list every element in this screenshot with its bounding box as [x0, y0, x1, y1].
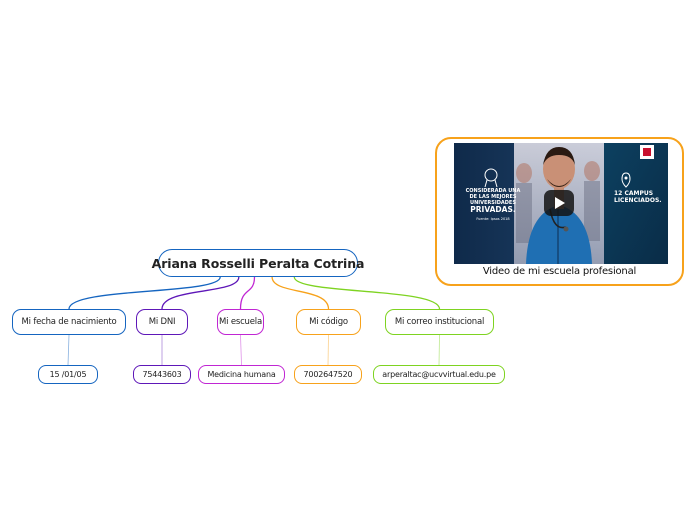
topic-label: Mi fecha de nacimiento — [21, 317, 117, 327]
thumb-text-line: 12 CAMPUS — [614, 190, 654, 197]
subtopic-dni-value[interactable]: 75443603 — [133, 365, 191, 384]
topic-codigo[interactable]: Mi código — [296, 309, 361, 335]
thumb-text-highlight: PRIVADAS. — [470, 205, 516, 215]
video-thumbnail-image — [454, 143, 668, 264]
location-icon — [621, 172, 631, 188]
topic-label: Mi código — [309, 317, 348, 327]
subtopic-label: Medicina humana — [207, 370, 276, 379]
topic-fecha-nacimiento[interactable]: Mi fecha de nacimiento — [12, 309, 126, 335]
topic-correo-institucional[interactable]: Mi correo institucional — [385, 309, 494, 335]
thumb-text-source: Fuente: Ipsos 2018 — [476, 216, 510, 221]
subtopic-connector — [327, 334, 329, 366]
subtopic-correo-value[interactable]: arperaltac@ucvvirtual.edu.pe — [373, 365, 505, 384]
branch-connector — [239, 276, 256, 310]
topic-label: Mi DNI — [148, 317, 176, 327]
subtopic-label: 75443603 — [142, 370, 182, 379]
subtopic-codigo-value[interactable]: 7002647520 — [294, 365, 362, 384]
topic-label: Mi correo institucional — [394, 317, 485, 327]
subtopic-connector — [240, 334, 242, 366]
subtopic-label: arperaltac@ucvvirtual.edu.pe — [382, 370, 496, 379]
thumb-text-line: DE LAS MEJORES — [469, 193, 517, 200]
branch-connector — [68, 276, 221, 310]
root-topic-label: Ariana Rosselli Peralta Cotrina — [151, 255, 365, 271]
subtopic-label: 7002647520 — [303, 370, 353, 379]
play-icon[interactable] — [544, 190, 574, 216]
thumb-text-line: UNIVERSIDADES — [470, 199, 516, 206]
subtopic-connector — [67, 334, 70, 366]
root-topic[interactable]: Ariana Rosselli Peralta Cotrina — [152, 249, 364, 277]
thumbnail-left-caption: CONSIDERADA UNA DE LAS MEJORES UNIVERSID… — [458, 188, 528, 221]
subtopic-connector — [438, 334, 440, 366]
subtopic-escuela-value[interactable]: Medicina humana — [198, 365, 285, 384]
thumbnail-right-caption: 12 CAMPUS LICENCIADOS. — [614, 190, 664, 205]
award-icon — [484, 168, 498, 188]
video-card[interactable]: CONSIDERADA UNA DE LAS MEJORES UNIVERSID… — [435, 137, 684, 286]
video-caption: Video de mi escuela profesional — [482, 266, 637, 277]
subtopic-fecha-value[interactable]: 15 /01/05 — [38, 365, 98, 384]
branch-connector — [271, 276, 330, 310]
branch-connector — [293, 276, 441, 310]
thumb-text-line: CONSIDERADA UNA — [465, 188, 521, 194]
thumb-text-line: LICENCIADOS. — [614, 196, 662, 204]
video-thumbnail[interactable]: CONSIDERADA UNA DE LAS MEJORES UNIVERSID… — [454, 143, 668, 264]
logo-icon — [640, 145, 654, 159]
topic-label: Mi escuela — [219, 317, 262, 327]
topic-escuela[interactable]: Mi escuela — [217, 309, 264, 335]
subtopic-label: 15 /01/05 — [49, 370, 87, 379]
topic-dni[interactable]: Mi DNI — [136, 309, 188, 335]
branch-connector — [161, 276, 240, 310]
